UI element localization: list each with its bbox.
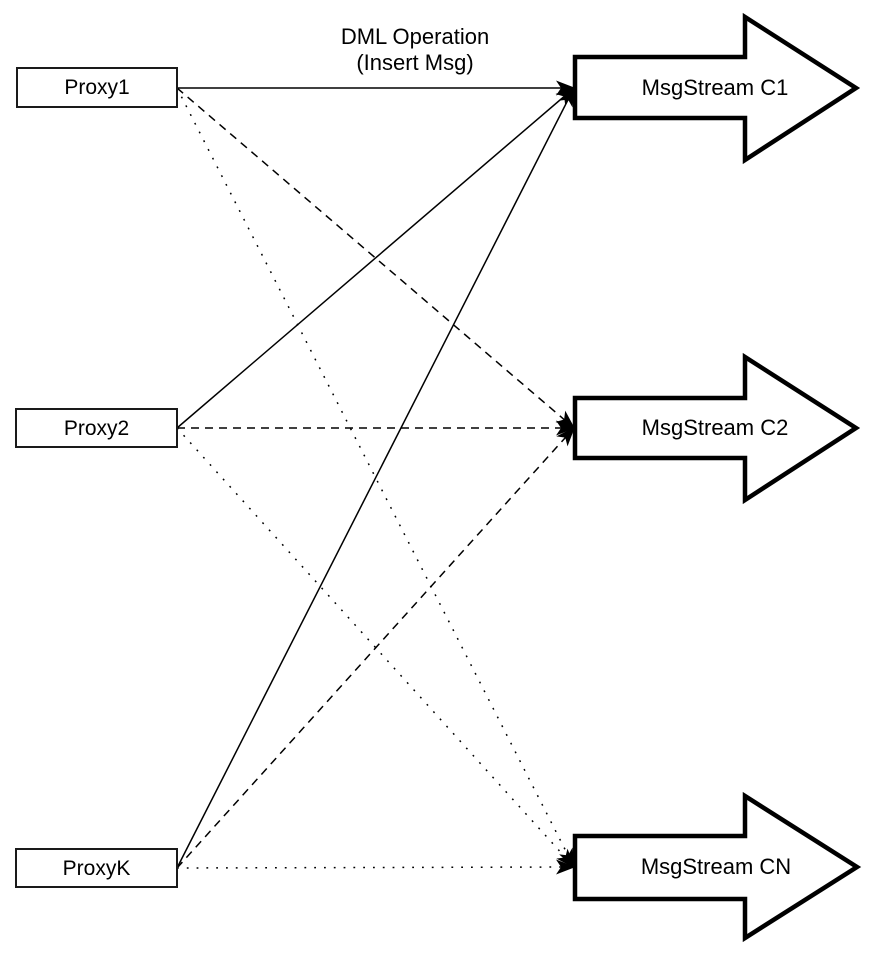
edge-lines	[176, 80, 576, 875]
dml-operation-annotation: DML Operation (Insert Msg)	[341, 24, 489, 76]
msgstream-c2-label: MsgStream C2	[641, 415, 789, 440]
annotation-line1: DML Operation	[340, 24, 490, 49]
edge-proxyk-c2	[176, 426, 576, 869]
edge-proxyk-c1	[176, 86, 575, 869]
msgstream-c1-arrow-icon	[572, 12, 861, 165]
proxyk-label: ProxyK	[62, 856, 131, 880]
edge-proxy1-c2	[176, 87, 576, 429]
proxy2-node: Proxy2	[15, 408, 178, 448]
msgstream-cn-arrow-icon	[572, 791, 862, 943]
proxyk-node: ProxyK	[15, 848, 178, 888]
edge-proxy2-cn	[176, 427, 576, 869]
proxy1-node: Proxy1	[16, 67, 178, 108]
msgstream-c1-label: MsgStream C1	[641, 75, 789, 100]
msgstream-cn-label: MsgStream CN	[640, 854, 792, 879]
edge-proxyk-cn	[176, 859, 576, 875]
msgstream-c2-arrow-icon	[572, 352, 861, 505]
proxy1-label: Proxy1	[64, 76, 130, 99]
annotation-line2: (Insert Msg)	[356, 50, 474, 75]
proxy2-label: Proxy2	[63, 416, 130, 440]
edge-proxy2-c1	[176, 87, 576, 429]
